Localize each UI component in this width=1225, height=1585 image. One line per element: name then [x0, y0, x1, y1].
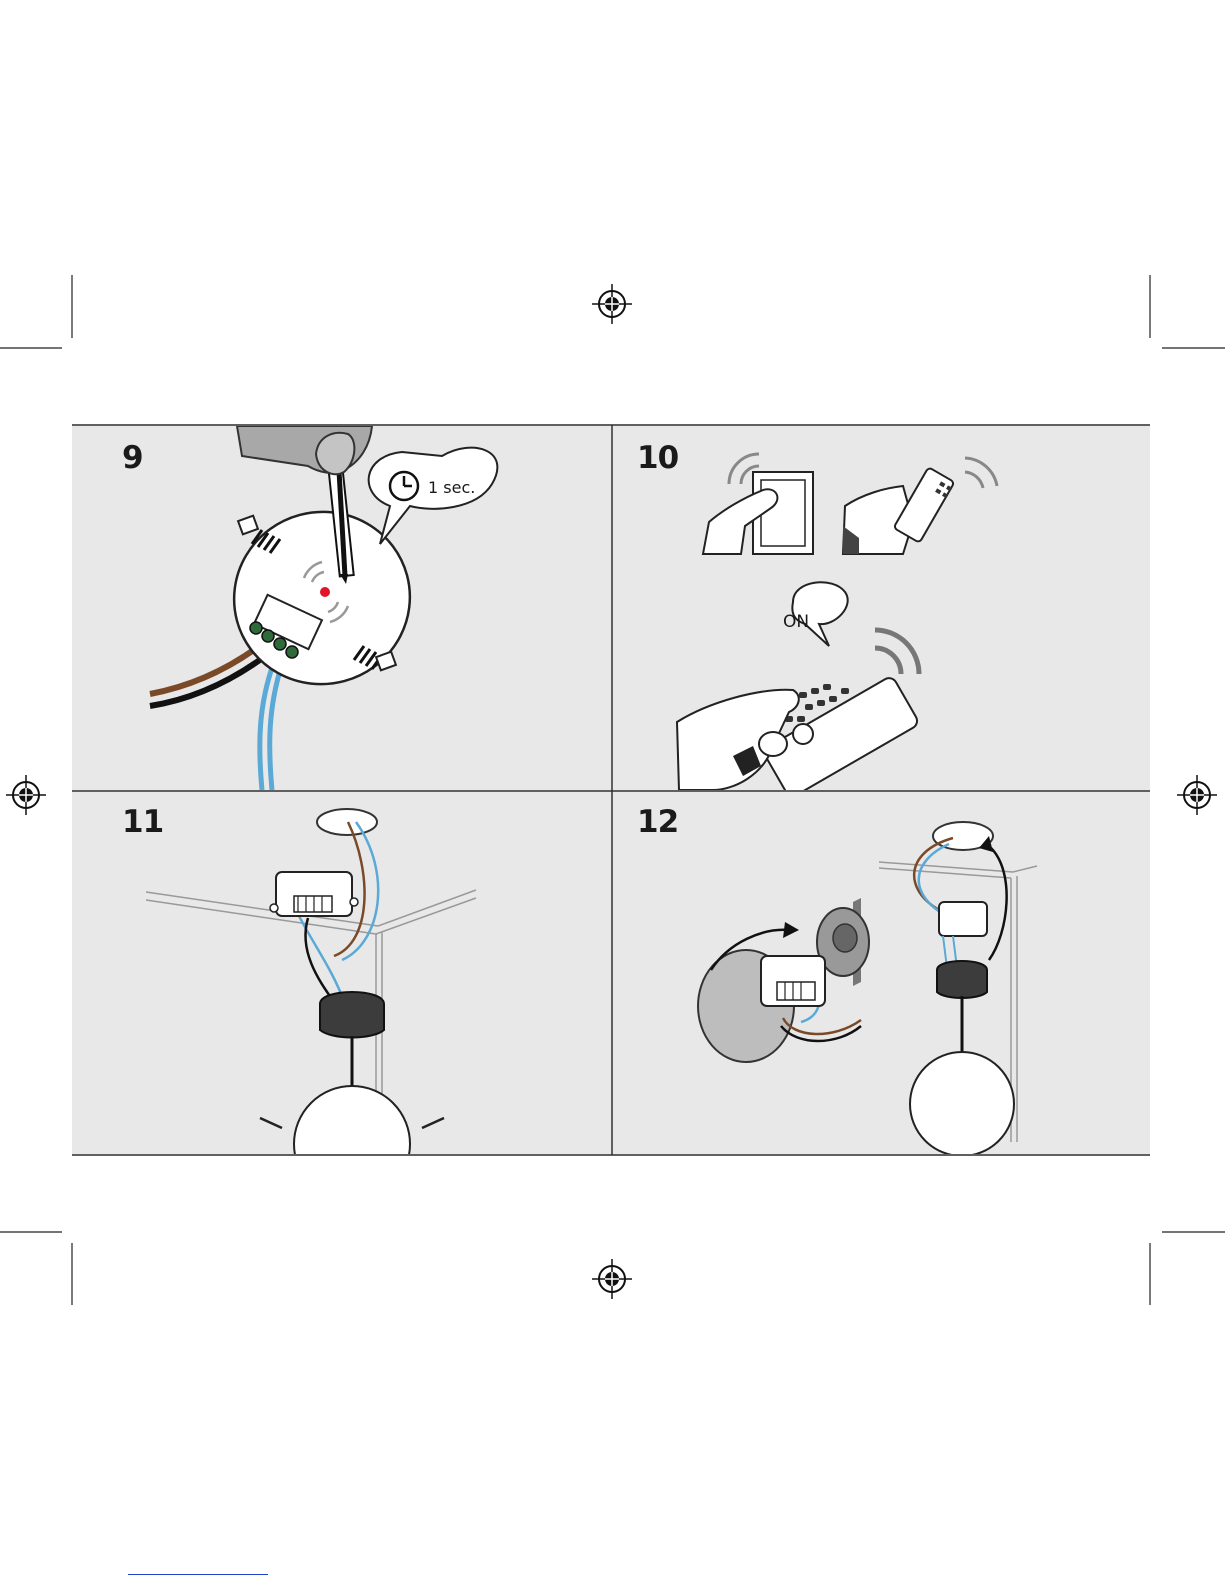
crosshair-circle-icon — [6, 775, 46, 815]
ceiling-hole — [317, 809, 377, 835]
step-10-panel: 10 — [613, 426, 1150, 790]
dimmer-module — [270, 872, 358, 916]
signal-waves — [965, 458, 997, 488]
remote-control — [677, 675, 920, 790]
footer-underline — [128, 1574, 268, 1575]
step-9-illustration — [72, 426, 611, 790]
clock-icon — [390, 472, 418, 500]
ceiling-scene — [879, 822, 1037, 1154]
lamp-globe — [294, 1086, 410, 1154]
remote-hand — [843, 467, 954, 554]
crosshair-circle-icon — [592, 284, 632, 324]
crosshair-circle-icon — [592, 1259, 632, 1299]
status-led — [320, 587, 330, 597]
step-12-panel: 12 — [613, 792, 1150, 1154]
blue-wire — [270, 664, 282, 790]
black-wire — [150, 654, 268, 706]
step-11-panel: 11 — [72, 792, 611, 1154]
timer-label: 1 sec. — [428, 478, 475, 497]
step-9-panel: 9 — [72, 426, 611, 790]
step-10-illustration — [613, 426, 1150, 790]
crosshair-circle-icon — [1177, 775, 1217, 815]
on-label: ON — [783, 612, 809, 632]
wall-box-scene — [698, 898, 869, 1062]
hand-illustration — [237, 426, 372, 474]
signal-waves — [875, 630, 919, 674]
step-11-illustration — [72, 792, 611, 1154]
lamp-base — [320, 992, 384, 1038]
step-12-illustration — [613, 792, 1150, 1154]
